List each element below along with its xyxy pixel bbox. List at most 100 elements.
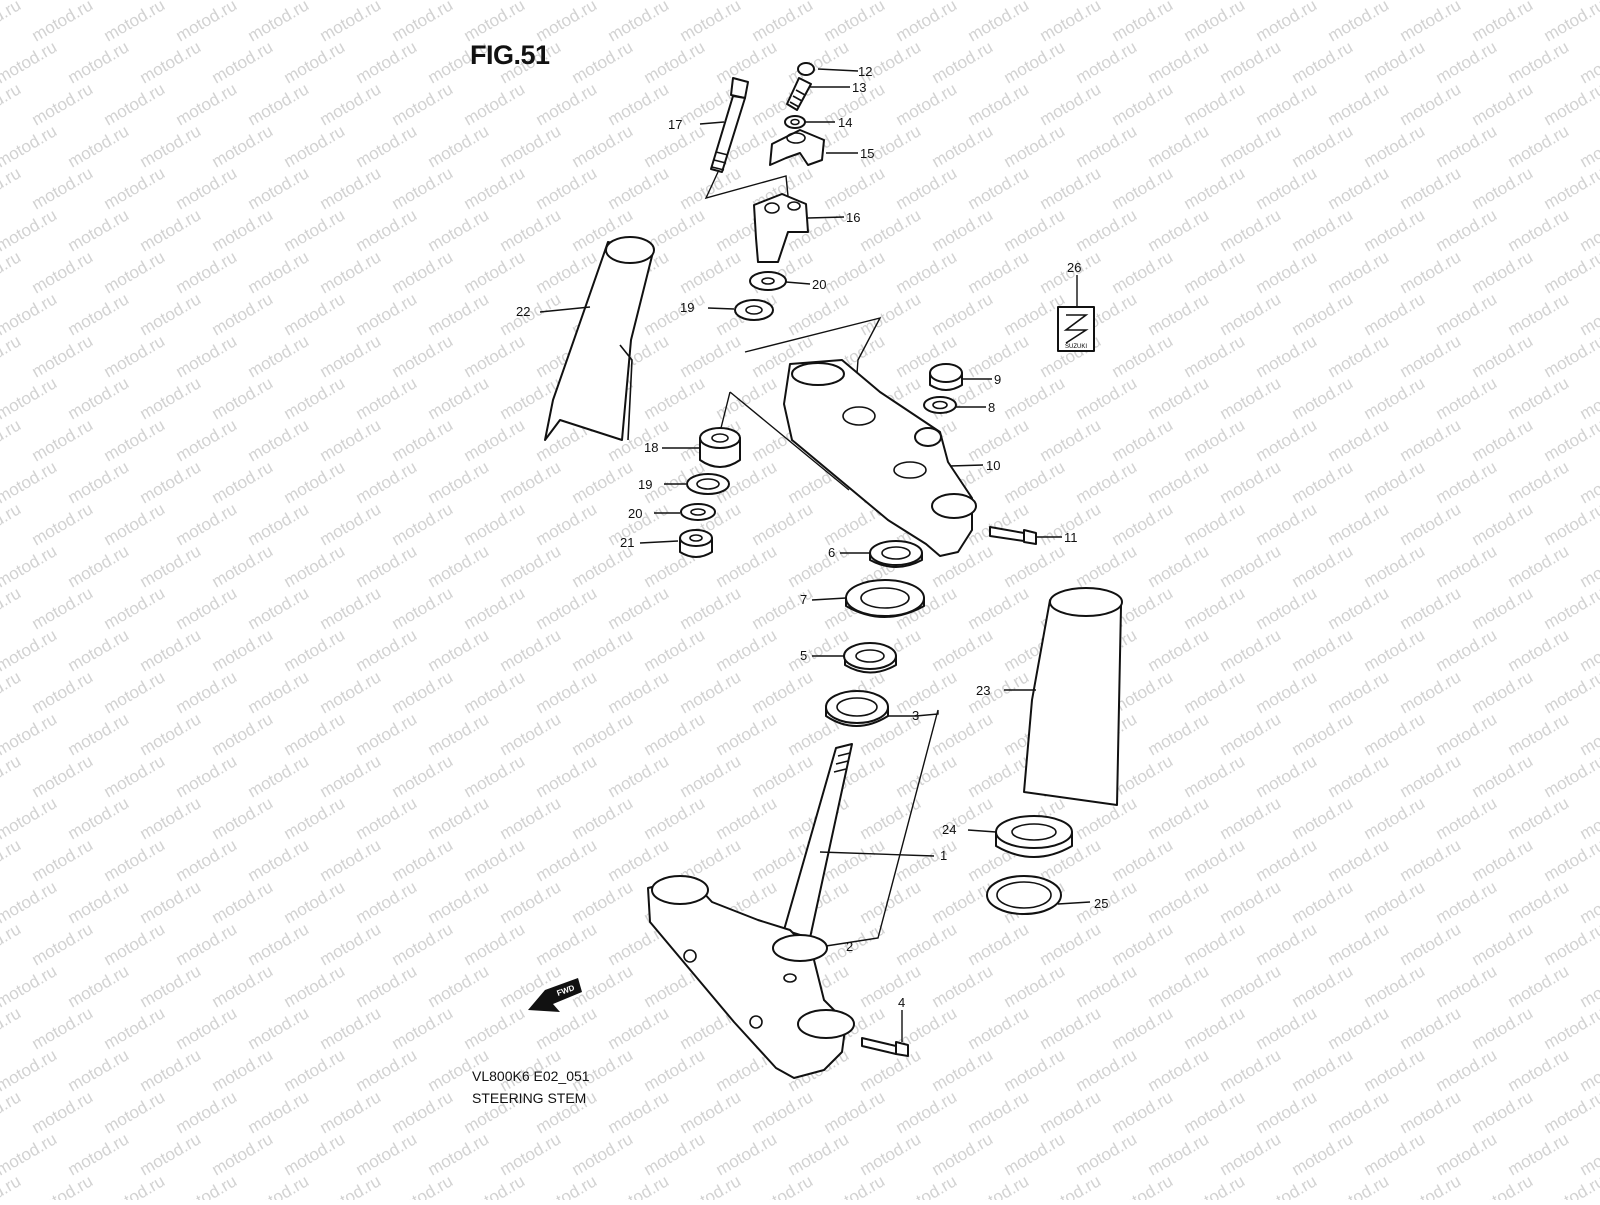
watermark-text: motod.ru [1361,1129,1429,1179]
watermark-text: motod.ru [1001,37,1069,87]
watermark-text: motod.ru [1325,499,1393,549]
watermark-text: motod.ru [1253,499,1321,549]
watermark-text: motod.ru [929,877,997,927]
watermark-text: motod.ru [0,709,60,759]
watermark-text: motod.ru [605,0,673,45]
watermark-text: motod.ru [425,541,493,591]
watermark-text: motod.ru [1073,37,1141,87]
watermark-text: motod.ru [1469,0,1537,45]
watermark-text: motod.ru [1109,1087,1177,1137]
watermark-text: motod.ru [1217,541,1285,591]
watermark-text: motod.ru [317,163,385,213]
part-6-lock-nut [870,541,922,567]
watermark-text: motod.ru [749,499,817,549]
watermark-text: motod.ru [1397,919,1465,969]
watermark-text: motod.ru [65,541,133,591]
part-9-cap-nut [930,364,962,390]
callout-18: 18 [644,440,658,455]
watermark-text: motod.ru [1505,541,1573,591]
watermark-text: motod.ru [461,499,529,549]
watermark-text: motod.ru [389,415,457,465]
watermark-text: motod.ru [209,709,277,759]
watermark-text: motod.ru [425,121,493,171]
watermark-text: motod.ru [1217,709,1285,759]
watermark-text: motod.ru [533,751,601,801]
watermark-text: motod.ru [353,1129,421,1179]
watermark-text: motod.ru [137,877,205,927]
callout-21: 21 [620,535,634,550]
watermark-text: motod.ru [209,289,277,339]
watermark-text: motod.ru [1433,709,1501,759]
watermark-text: motod.ru [1361,877,1429,927]
watermark-text: motod.ru [173,499,241,549]
part-19-washer-upper [735,300,773,320]
watermark-text: motod.ru [1001,373,1069,423]
watermark-text: motod.ru [821,919,889,969]
watermark-text: motod.ru [1217,37,1285,87]
callout-23: 23 [976,683,990,698]
watermark-text: motod.ru [1253,163,1321,213]
callout-5: 5 [800,648,807,663]
watermark-text: motod.ru [1541,1171,1600,1200]
watermark-text: motod.ru [821,1087,889,1137]
callout-15: 15 [860,146,874,161]
watermark-text: motod.ru [1505,37,1573,87]
watermark-text: motod.ru [0,79,24,129]
watermark-text: motod.ru [1325,1087,1393,1137]
watermark-text: motod.ru [173,583,241,633]
watermark-text: motod.ru [1001,961,1069,1011]
watermark-text: motod.ru [965,751,1033,801]
watermark-text: motod.ru [1325,835,1393,885]
watermark-text: motod.ru [965,247,1033,297]
watermark-text: motod.ru [65,1045,133,1095]
part-20-washer-upper [750,272,786,290]
watermark-text: motod.ru [893,751,961,801]
watermark-text: motod.ru [1397,499,1465,549]
watermark-text: motod.ru [389,163,457,213]
watermark-text: motod.ru [1001,121,1069,171]
watermark-text: motod.ru [29,331,97,381]
watermark-text: motod.ru [1289,877,1357,927]
watermark-text: motod.ru [533,79,601,129]
watermark-text: motod.ru [857,877,925,927]
watermark-text: motod.ru [1145,877,1213,927]
part-3-bearing-lower [826,691,888,726]
watermark-text: motod.ru [0,583,24,633]
watermark-text: motod.ru [281,373,349,423]
watermark-text: motod.ru [281,1045,349,1095]
watermark-text: motod.ru [1181,0,1249,45]
watermark-text: motod.ru [1073,373,1141,423]
watermark-text: motod.ru [389,0,457,45]
watermark-text: motod.ru [1145,205,1213,255]
watermark-text: motod.ru [1001,541,1069,591]
watermark-text: motod.ru [65,877,133,927]
watermark-text: motod.ru [1073,1045,1141,1095]
watermark-text: motod.ru [209,1045,277,1095]
callout-26: 26 [1067,260,1081,275]
watermark-text: motod.ru [281,121,349,171]
part-5-bearing-upper [844,643,896,673]
watermark-text: motod.ru [1397,247,1465,297]
watermark-text: motod.ru [29,1087,97,1137]
watermark-text: motod.ru [893,163,961,213]
watermark-text: motod.ru [29,415,97,465]
watermark-text: motod.ru [533,499,601,549]
watermark-text: motod.ru [1325,583,1393,633]
watermark-text: motod.ru [0,205,60,255]
watermark-text: motod.ru [965,1171,1033,1200]
watermark-text: motod.ru [317,751,385,801]
watermark-text: motod.ru [209,37,277,87]
watermark-text: motod.ru [1253,1171,1321,1200]
part-25-washer [987,876,1061,914]
watermark-text: motod.ru [1145,289,1213,339]
watermark-text: motod.ru [641,289,709,339]
watermark-text: motod.ru [1361,709,1429,759]
callout-24: 24 [942,822,956,837]
watermark-text: motod.ru [245,835,313,885]
watermark-text: motod.ru [425,625,493,675]
watermark-text: motod.ru [1253,79,1321,129]
watermark-text: motod.ru [1073,121,1141,171]
watermark-text: motod.ru [1073,541,1141,591]
watermark-text: motod.ru [713,1129,781,1179]
watermark-text: motod.ru [1253,1003,1321,1053]
